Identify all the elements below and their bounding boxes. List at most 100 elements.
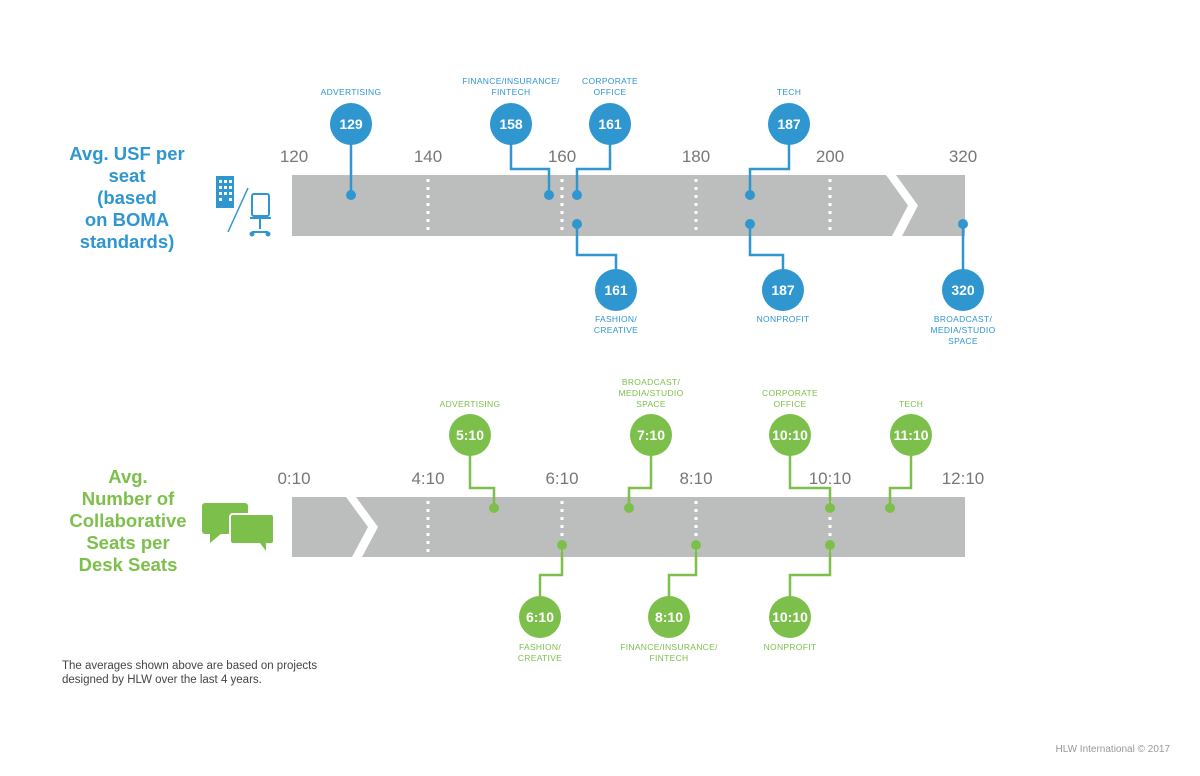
category-label: FASHION/CREATIVE — [518, 642, 562, 663]
data-dot — [346, 190, 356, 200]
data-dot — [572, 190, 582, 200]
value-circle — [519, 596, 561, 638]
collab-seats-label: Avg. Number of Collaborative Seats per D… — [69, 466, 187, 575]
footnote: The averages shown above are based on pr… — [62, 660, 318, 686]
connector-line — [627, 435, 653, 508]
value-circle — [942, 269, 984, 311]
speech-bubbles-icon — [202, 503, 275, 551]
category-label: TECH — [899, 399, 923, 409]
office-building-icon — [216, 176, 234, 208]
copyright: HLW International © 2017 — [1055, 744, 1170, 755]
data-dot — [489, 503, 499, 513]
value-label: 129 — [339, 116, 363, 132]
data-dot — [885, 503, 895, 513]
tick-label: 140 — [414, 147, 442, 166]
data-point: 5:10 ADVERTISING — [440, 399, 501, 513]
value-circle — [630, 414, 672, 456]
timeline-row-1: 0:10 4:10 6:10 8:10 10:10 12:10 5:10 ADVERTISIN… — [277, 377, 984, 663]
value-label: 6:10 — [526, 609, 554, 625]
axis-break-mark — [346, 497, 378, 557]
value-label: 187 — [777, 116, 801, 132]
category-label: FASHION/CREATIVE — [594, 314, 638, 335]
tick-label: 12:10 — [942, 469, 985, 488]
connector-line — [788, 435, 832, 508]
value-circle — [762, 269, 804, 311]
tick-label: 6:10 — [545, 469, 578, 488]
category-label: NONPROFIT — [764, 642, 817, 652]
value-circle — [769, 596, 811, 638]
category-label: TECH — [777, 87, 801, 97]
tick-label: 10:10 — [809, 469, 852, 488]
value-label: 320 — [951, 282, 975, 298]
category-label: ADVERTISING — [440, 399, 501, 409]
office-chair-icon — [249, 193, 271, 237]
value-label: 7:10 — [637, 427, 665, 443]
timeline-bar — [292, 175, 965, 236]
data-point: 129 ADVERTISING — [321, 87, 382, 200]
connector-line — [468, 435, 496, 508]
value-label: 8:10 — [655, 609, 683, 625]
tick-label: 200 — [816, 147, 844, 166]
data-dot — [691, 540, 701, 550]
data-dot — [825, 540, 835, 550]
category-label: NONPROFIT — [757, 314, 810, 324]
tick-label: 180 — [682, 147, 710, 166]
category-label: ADVERTISING — [321, 87, 382, 97]
tick-label: 160 — [548, 147, 576, 166]
value-label: 10:10 — [772, 609, 808, 625]
value-label: 10:10 — [772, 427, 808, 443]
data-point: 187 TECH — [745, 87, 810, 200]
tick-label: 8:10 — [679, 469, 712, 488]
value-label: 158 — [499, 116, 523, 132]
timeline-row-0: 120 140 160 180 200 320 129 ADVERTISING 158 FINAN… — [280, 76, 996, 346]
data-point: 158 FINANCE/INSURANCE/FINTECH — [462, 76, 560, 200]
value-label: 11:10 — [893, 427, 928, 443]
value-circle — [769, 414, 811, 456]
value-circle — [589, 103, 631, 145]
axis-break-mark — [886, 175, 918, 236]
category-label: FINANCE/INSURANCE/FINTECH — [620, 642, 718, 663]
value-circle — [595, 269, 637, 311]
value-label: 5:10 — [456, 427, 484, 443]
category-label: FINANCE/INSURANCE/FINTECH — [462, 76, 560, 97]
data-dot — [825, 503, 835, 513]
data-dot — [544, 190, 554, 200]
data-dot — [572, 219, 582, 229]
data-dot — [745, 219, 755, 229]
connector-line — [888, 435, 913, 508]
tick-label: 4:10 — [411, 469, 444, 488]
data-dot — [958, 219, 968, 229]
value-circle — [648, 596, 690, 638]
data-dot — [557, 540, 567, 550]
tick-label: 0:10 — [277, 469, 310, 488]
value-circle — [330, 103, 372, 145]
icon-divider-slash — [227, 187, 249, 233]
connector-line — [575, 124, 612, 195]
connector-line — [748, 124, 791, 195]
value-circle — [768, 103, 810, 145]
tick-label: 120 — [280, 147, 308, 166]
value-circle — [449, 414, 491, 456]
value-label: 161 — [598, 116, 622, 132]
value-circle — [890, 414, 932, 456]
data-point: 11:10 TECH — [885, 399, 932, 513]
value-label: 161 — [604, 282, 628, 298]
data-dot — [745, 190, 755, 200]
connector-line — [509, 124, 551, 195]
data-dot — [624, 503, 634, 513]
tick-label: 320 — [949, 147, 977, 166]
